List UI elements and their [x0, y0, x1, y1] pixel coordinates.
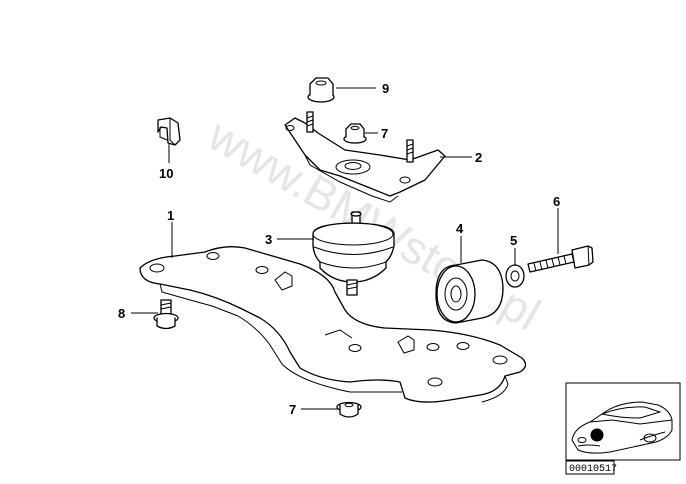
part-7-lower-nut [336, 401, 362, 418]
callout-1: 1 [167, 208, 174, 223]
callout-5: 5 [510, 233, 517, 248]
part-3-rubber-mount [312, 211, 395, 296]
callout-10: 10 [159, 166, 173, 181]
callout-2: 2 [475, 150, 482, 165]
callout-8: 8 [118, 306, 125, 321]
part-9-flange-nut [307, 77, 335, 103]
part-1-transmission-support [139, 246, 527, 403]
callout-4: 4 [456, 221, 464, 236]
part-10-clip [157, 117, 181, 146]
callout-6: 6 [553, 194, 560, 209]
part-8-bolt [153, 299, 179, 330]
callout-9: 9 [382, 81, 389, 96]
part-7-upper-nut [343, 123, 367, 144]
callout-7-upper: 7 [381, 126, 388, 141]
callout-labels: 1 2 3 4 5 6 7 7 8 9 10 [118, 81, 560, 417]
part-6-long-bolt [527, 245, 594, 273]
part-4-bushing [435, 259, 504, 324]
callout-3: 3 [265, 232, 272, 247]
location-marker [590, 428, 604, 442]
leader-lines [131, 87, 559, 410]
vehicle-location-inset: 00010517 [565, 382, 681, 475]
car-outline [571, 401, 673, 454]
part-5-washer [505, 264, 525, 288]
reference-code: 00010517 [569, 464, 617, 475]
part-2-upper-bracket [284, 111, 446, 203]
callout-7-lower: 7 [289, 402, 296, 417]
